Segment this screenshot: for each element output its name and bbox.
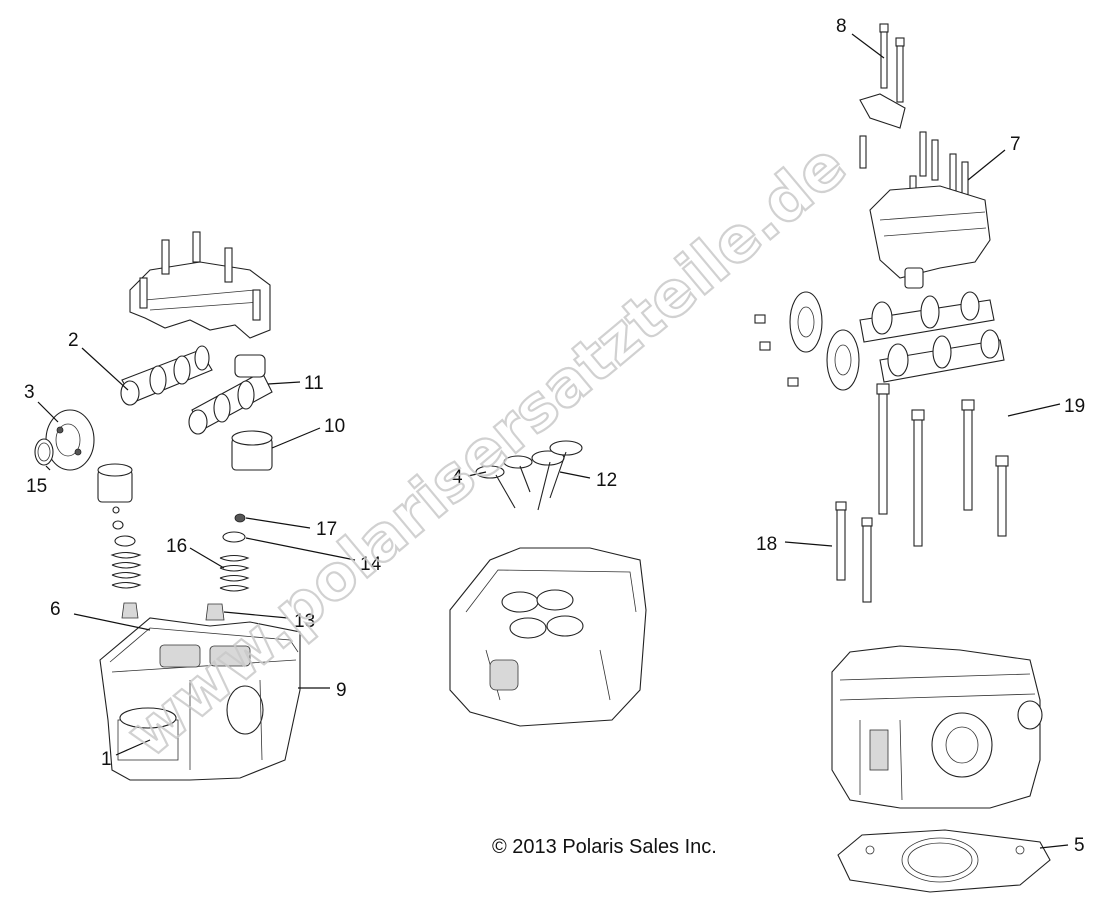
callout-13: 13 [294, 611, 315, 632]
callout-10: 10 [324, 416, 345, 437]
callout-15: 15 [26, 476, 47, 497]
cylinder-head-underside [449, 547, 647, 727]
valve-keeper-17 [234, 513, 246, 523]
camshaft-intake [188, 354, 273, 435]
copyright-text: © 2013 Polaris Sales Inc. [492, 836, 717, 858]
head-bolts-18 [835, 501, 873, 603]
camshaft-right-upper [859, 291, 995, 343]
head-bolts-19 [876, 383, 1009, 547]
callout-8: 8 [836, 16, 847, 37]
cylinder-head-side [831, 645, 1043, 809]
callout-14: 14 [360, 554, 382, 575]
camshaft-right-lower [879, 329, 1005, 383]
camshaft-exhaust [120, 345, 213, 406]
valve-spring-16 [219, 554, 250, 592]
callout-16: 16 [166, 536, 187, 557]
callout-11: 11 [304, 373, 324, 394]
camshaft-carrier-right [869, 185, 991, 289]
head-gasket [837, 829, 1051, 893]
cam-sprocket-lower [826, 329, 860, 391]
cylinder-head [99, 617, 301, 781]
callout-labels: 1 2 3 4 5 6 7 8 9 10 11 12 13 14 15 16 1… [24, 16, 1085, 856]
retainer-plate [859, 93, 906, 129]
callout-6: 6 [50, 599, 61, 620]
callout-9: 9 [336, 680, 347, 701]
snap-ring [34, 438, 54, 466]
bolt-8 [879, 23, 905, 103]
sprocket-bolts [754, 314, 799, 387]
callout-12: 12 [596, 470, 617, 491]
exhaust-valve [531, 440, 583, 511]
cam-sprocket-upper [789, 291, 823, 353]
callout-3: 3 [24, 382, 35, 403]
valve-keeper-small [112, 506, 136, 547]
callout-18: 18 [756, 534, 777, 555]
valve-bucket-10 [231, 430, 273, 471]
callout-1: 1 [101, 749, 112, 770]
valve-seal-left [121, 602, 139, 619]
callout-2: 2 [68, 330, 79, 351]
valve-retainer-14 [222, 531, 246, 543]
leader-lines [37, 33, 1069, 849]
valve-spring-left [110, 551, 142, 589]
decompression-hub [45, 409, 95, 471]
intake-valve [475, 455, 533, 509]
callout-19: 19 [1064, 396, 1085, 417]
callout-5: 5 [1074, 835, 1085, 856]
callout-4: 4 [452, 467, 463, 488]
valve-seal-13 [205, 603, 225, 621]
callout-17: 17 [316, 519, 337, 540]
camshaft-carrier-left [129, 231, 271, 339]
valve-bucket-left [97, 463, 133, 503]
callout-7: 7 [1010, 134, 1021, 155]
